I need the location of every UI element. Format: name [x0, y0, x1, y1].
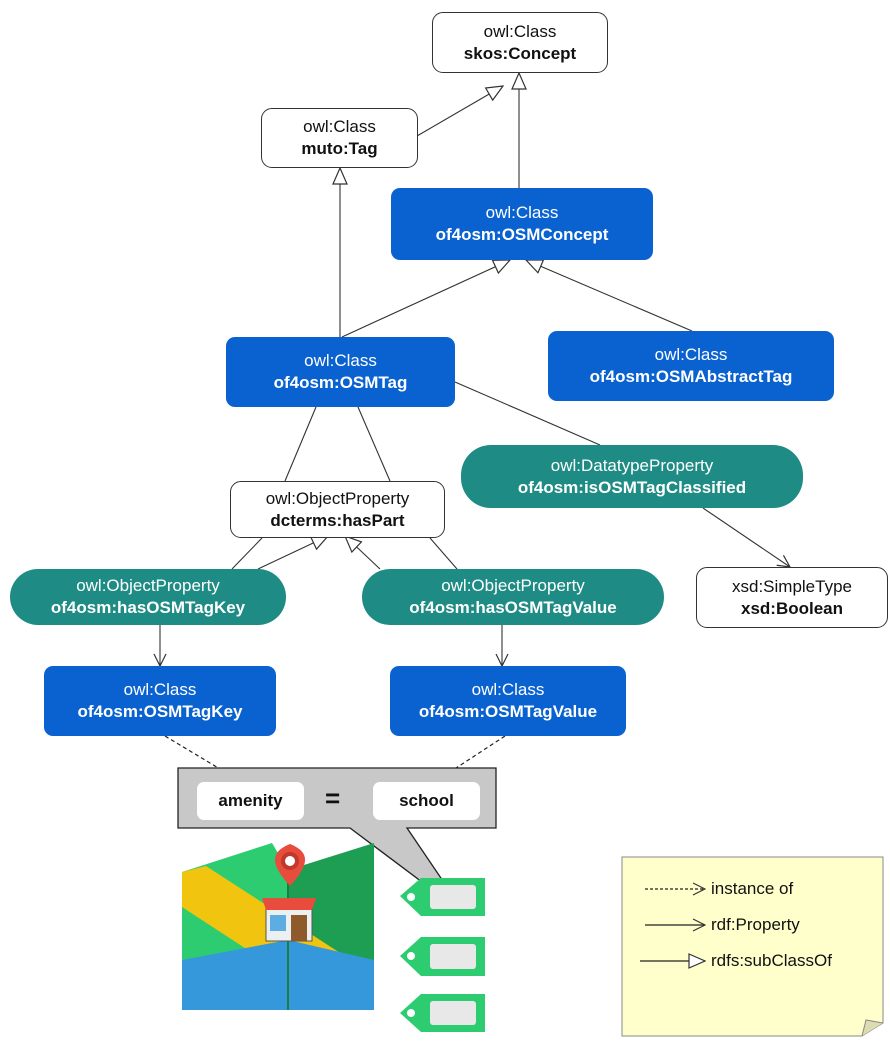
edge-osmtag-osmconcept	[341, 260, 510, 338]
node-is-classified: owl:DatatypeProperty of4osm:isOSMTagClas…	[461, 445, 803, 508]
edge-amenity-tagkey	[164, 735, 250, 787]
node-type: owl:Class	[304, 351, 377, 370]
node-osm-concept: owl:Class of4osm:OSMConcept	[391, 188, 653, 260]
node-name: of4osm:OSMTagValue	[418, 702, 598, 721]
legend-subclass: rdfs:subClassOf	[711, 951, 832, 970]
node-type: owl:ObjectProperty	[265, 488, 410, 508]
node-name: of4osm:hasOSMTagKey	[50, 598, 246, 617]
node-has-part: owl:ObjectProperty dcterms:hasPart	[230, 481, 445, 538]
edge-osmtag-isclassified	[454, 381, 601, 446]
node-has-key: owl:ObjectProperty of4osm:hasOSMTagKey	[10, 569, 286, 625]
legend-property: rdf:Property	[711, 915, 800, 934]
edge-osmtag-haspart-left	[284, 406, 317, 482]
node-name: dcterms:hasPart	[270, 510, 405, 530]
node-tag-value: owl:Class of4osm:OSMTagValue	[390, 666, 626, 736]
node-type: owl:ObjectProperty	[76, 576, 220, 595]
example-key: amenity	[197, 782, 304, 820]
node-osm-abstract-tag: owl:Class of4osm:OSMAbstractTag	[548, 331, 834, 401]
node-type: owl:Class	[485, 203, 559, 222]
edge-hasvalue-haspart	[345, 536, 381, 570]
node-name: of4osm:OSMConcept	[435, 225, 609, 244]
node-skos-concept: owl:Class skos:Concept	[432, 12, 608, 73]
node-name: muto:Tag	[301, 139, 378, 158]
edge-osmtag-haspart-right	[357, 406, 391, 482]
node-type: owl:Class	[471, 680, 545, 699]
node-type: owl:ObjectProperty	[441, 576, 585, 595]
node-osm-tag: owl:Class of4osm:OSMTag	[226, 337, 455, 407]
edge-haspart-haskey	[231, 537, 263, 570]
node-type: owl:DatatypeProperty	[550, 455, 714, 475]
node-name: of4osm:OSMTag	[273, 373, 408, 392]
legend-instance-of: instance of	[711, 879, 794, 898]
node-name: of4osm:hasOSMTagValue	[409, 598, 617, 617]
map-pin-icon	[275, 844, 305, 886]
node-type: owl:Class	[483, 21, 557, 41]
node-tag-key: owl:Class of4osm:OSMTagKey	[44, 666, 276, 736]
node-muto-tag: owl:Class muto:Tag	[261, 108, 418, 168]
node-name: of4osm:OSMAbstractTag	[589, 367, 793, 386]
edge-isclassified-boolean	[702, 507, 790, 567]
node-type: owl:Class	[123, 680, 197, 699]
node-name: of4osm:isOSMTagClassified	[517, 477, 747, 497]
edge-mutotag-concept	[416, 86, 503, 137]
edge-haspart-hasvalue	[429, 537, 458, 570]
tag-icon	[400, 878, 485, 1032]
edge-haskey-haspart	[257, 536, 328, 570]
node-type: owl:Class	[303, 117, 376, 136]
node-type: owl:Class	[654, 345, 728, 364]
node-boolean: xsd:SimpleType xsd:Boolean	[696, 567, 888, 628]
edge-abstracttag-osmconcept	[526, 260, 693, 332]
node-name: of4osm:OSMTagKey	[77, 702, 243, 721]
shop-icon	[262, 898, 316, 942]
node-name: xsd:Boolean	[740, 598, 844, 618]
node-type: xsd:SimpleType	[732, 576, 852, 596]
example-equals: =	[325, 783, 341, 813]
node-name: skos:Concept	[463, 43, 577, 63]
example-value: school	[373, 782, 480, 820]
node-has-value: owl:ObjectProperty of4osm:hasOSMTagValue	[362, 569, 664, 625]
